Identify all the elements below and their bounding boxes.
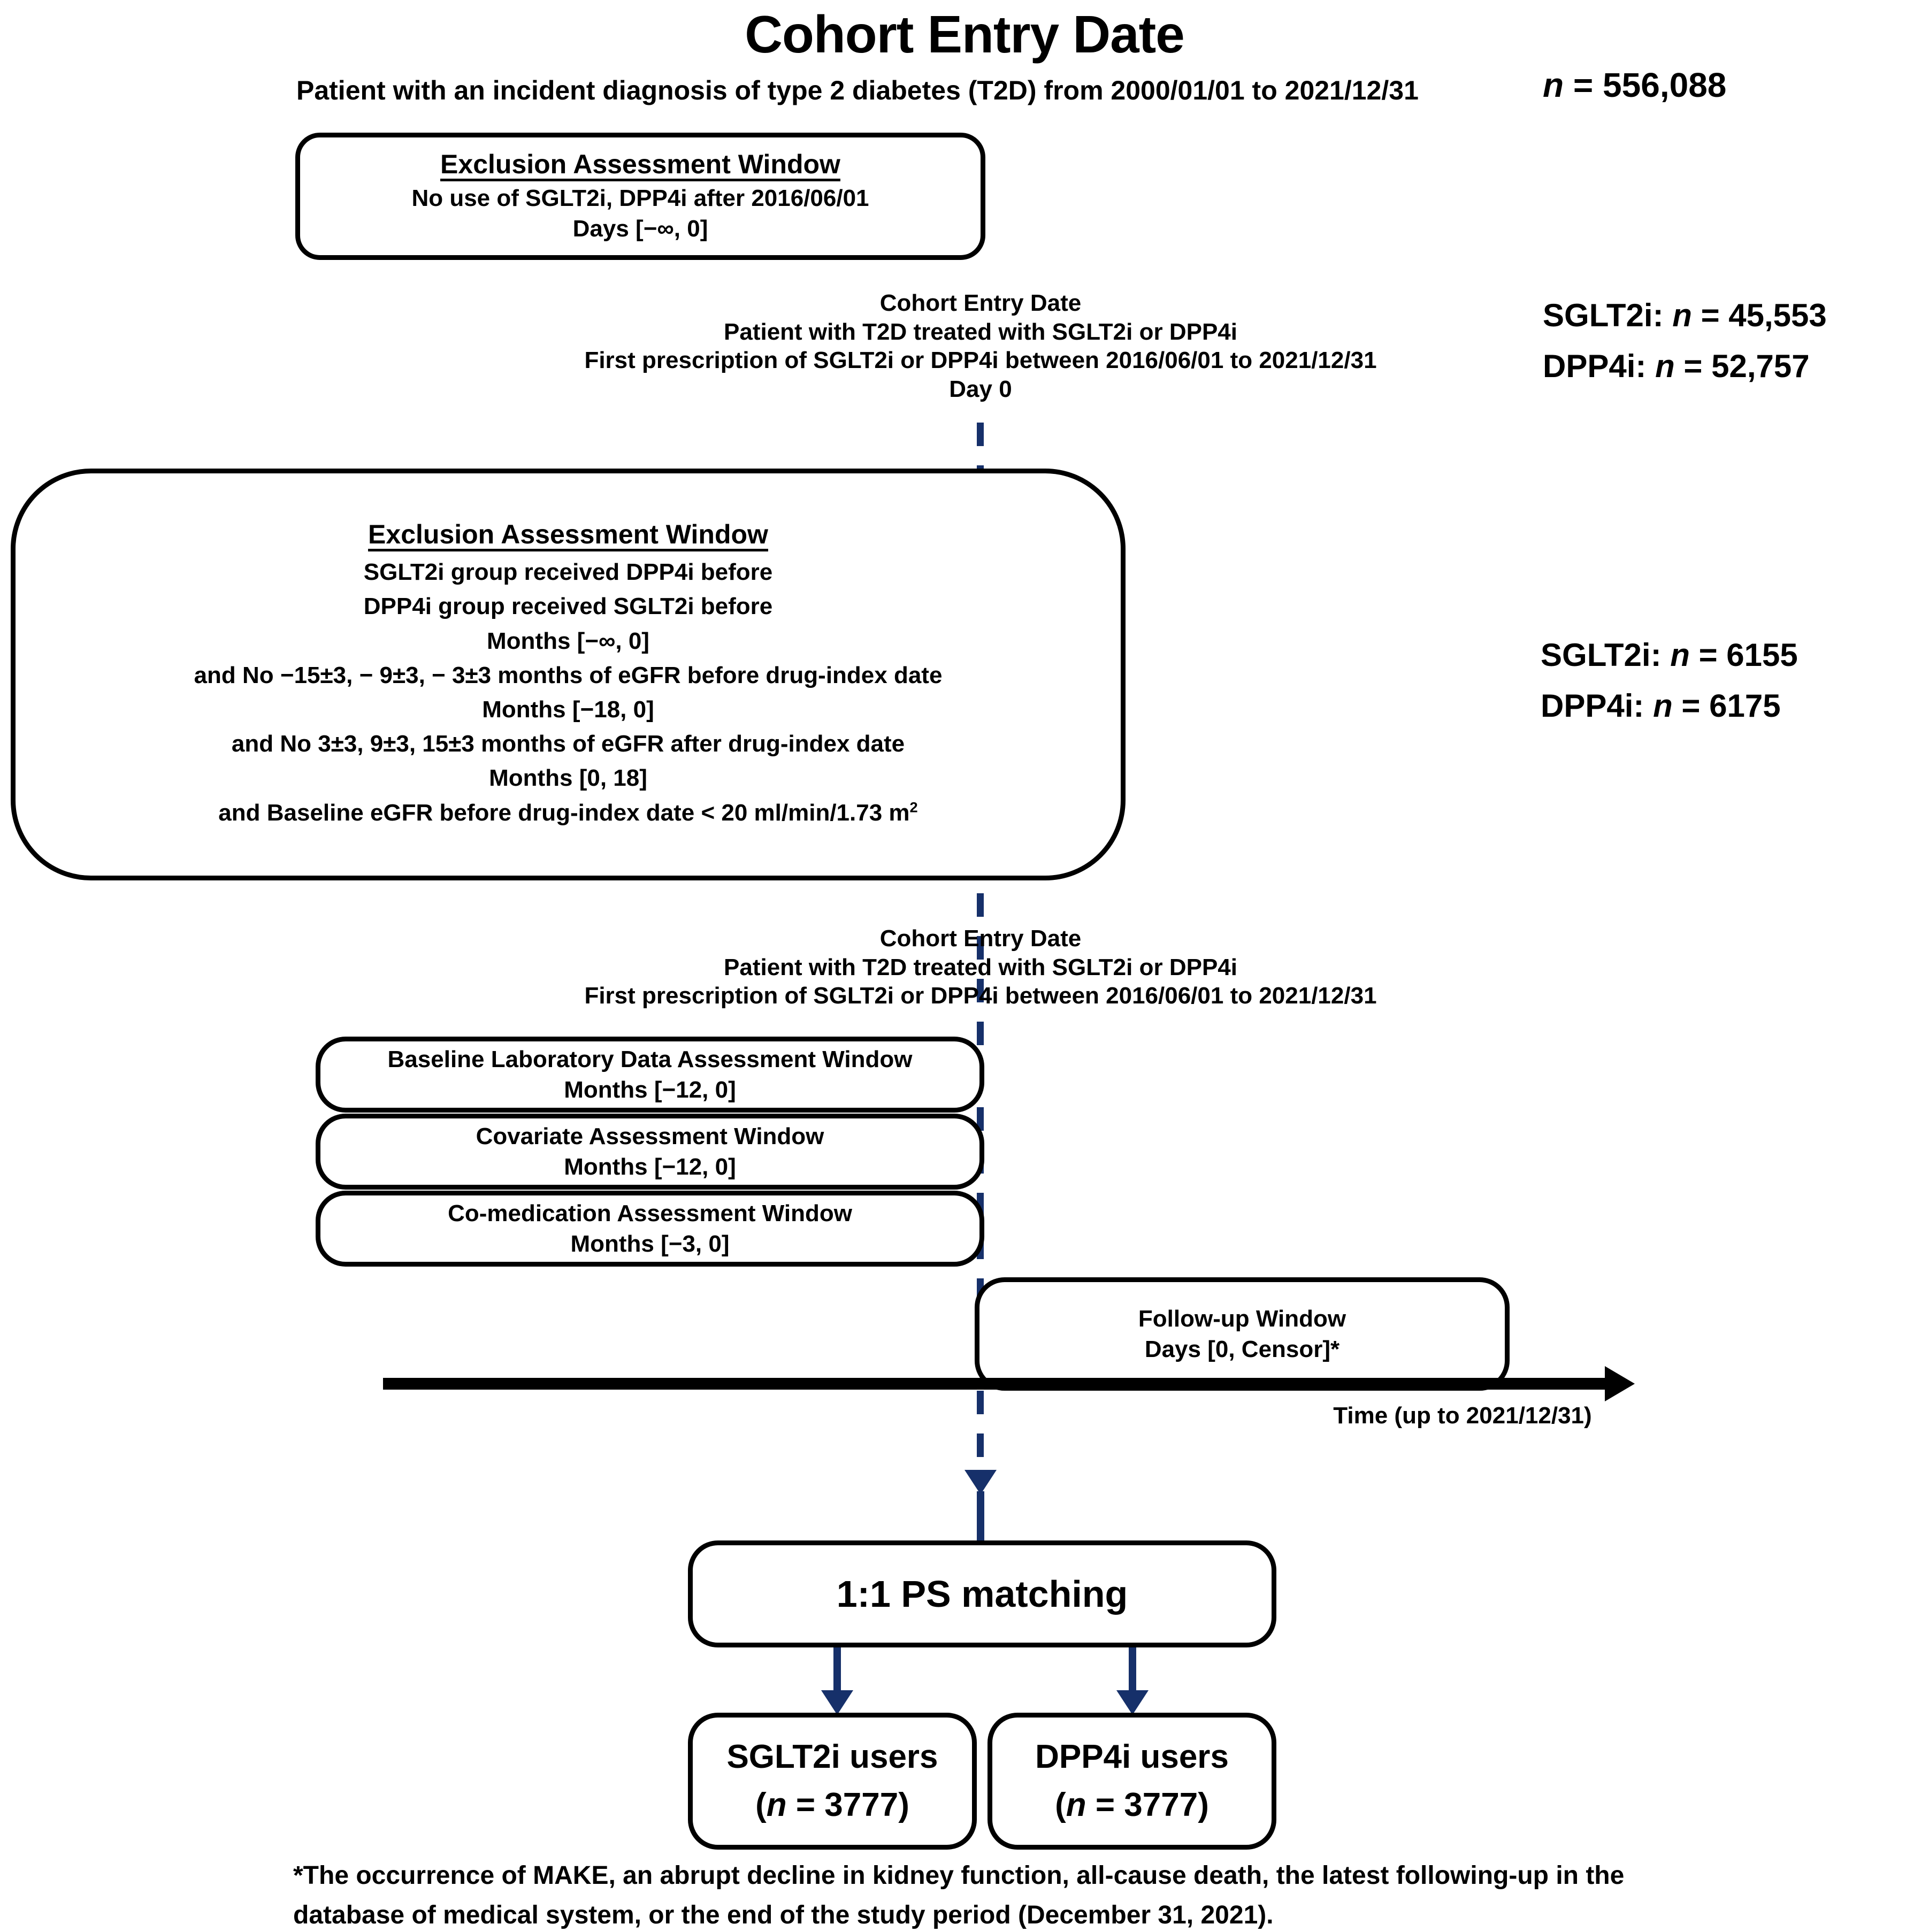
sglt2i-users-box: SGLT2i users (n = 3777) <box>688 1713 977 1850</box>
dashed-line-arrowhead <box>964 1470 997 1494</box>
day-zero-dashed-line-lower <box>977 1391 984 1474</box>
cohort-entry-1-day0: Day 0 <box>949 376 1012 403</box>
comedication-window-range: Months [−3, 0] <box>570 1231 730 1257</box>
cohort-entry-1-line-1: Cohort Entry Date <box>879 290 1082 316</box>
stage1-sglt2i-count: SGLT2i: n = 45,553 <box>1543 297 1827 334</box>
exclusion-box-2-egfr-sup: 2 <box>909 799 918 816</box>
follow-up-window-range: Days [0, Censor]* <box>1144 1336 1340 1362</box>
sglt2i-count-value: = 3777) <box>786 1787 909 1823</box>
exclusion-box-1-line-1: No use of SGLT2i, DPP4i after 2016/06/01 <box>411 185 869 211</box>
comedication-window-title: Co-medication Assessment Window <box>448 1200 852 1226</box>
exclusion-box-2-line-3: Months [−∞, 0] <box>487 627 649 654</box>
covariate-assessment-window-box: Covariate Assessment Window Months [−12,… <box>316 1114 984 1190</box>
stage2-sglt2i-label: SGLT2i: <box>1541 637 1662 673</box>
exclusion-box-2-line-4: and No −15±3, − 9±3, − 3±3 months of eGF… <box>194 662 943 688</box>
footnote: *The occurrence of MAKE, an abrupt decli… <box>293 1856 1737 1932</box>
stage2-sglt2i-count: SGLT2i: n = 6155 <box>1541 637 1798 673</box>
dpp4i-users-title: DPP4i users <box>1035 1738 1229 1776</box>
figure-title: Cohort Entry Date <box>745 5 1185 64</box>
stage2-sglt2i-n: n <box>1670 637 1690 673</box>
baseline-lab-window-title: Baseline Laboratory Data Assessment Wind… <box>387 1046 913 1072</box>
stage1-dpp4i-count: DPP4i: n = 52,757 <box>1543 348 1810 385</box>
follow-up-window-title: Follow-up Window <box>1138 1305 1346 1332</box>
covariate-window-range: Months [−12, 0] <box>564 1154 736 1180</box>
cohort-entry-label-2: Cohort Entry Date Patient with T2D treat… <box>446 924 1515 1010</box>
sglt2i-branch-arrowhead <box>821 1690 853 1715</box>
sglt2i-count-open: ( <box>755 1787 767 1823</box>
baseline-lab-window-range: Months [−12, 0] <box>564 1077 736 1103</box>
footnote-line-1: *The occurrence of MAKE, an abrupt decli… <box>293 1861 1625 1890</box>
total-n-value: = 556,088 <box>1573 66 1727 104</box>
exclusion-assessment-window-box-1: Exclusion Assessment Window No use of SG… <box>295 133 985 260</box>
cohort-entry-2-line-3: First prescription of SGLT2i or DPP4i be… <box>584 983 1377 1009</box>
sglt2i-users-count: (n = 3777) <box>755 1781 909 1829</box>
exclusion-box-1-line-2: Days [−∞, 0] <box>572 216 708 242</box>
stage2-dpp4i-count: DPP4i: n = 6175 <box>1541 687 1781 724</box>
dpp4i-branch-line <box>1129 1647 1136 1700</box>
stage1-dpp4i-value: = 52,757 <box>1683 348 1810 384</box>
dpp4i-branch-arrowhead <box>1116 1690 1149 1715</box>
stage1-dpp4i-n: n <box>1655 348 1675 384</box>
time-axis-line <box>383 1378 1608 1390</box>
cohort-entry-2-line-2: Patient with T2D treated with SGLT2i or … <box>724 954 1237 980</box>
exclusion-box-2-line-6: and No 3±3, 9±3, 15±3 months of eGFR aft… <box>231 731 905 757</box>
exclusion-box-2-line-1: SGLT2i group received DPP4i before <box>363 559 773 586</box>
ps-matching-label: 1:1 PS matching <box>836 1573 1128 1615</box>
stage1-sglt2i-label: SGLT2i: <box>1543 297 1664 333</box>
comedication-assessment-window-box: Co-medication Assessment Window Months [… <box>316 1191 984 1267</box>
dpp4i-count-value: = 3777) <box>1086 1787 1209 1823</box>
dpp4i-users-count: (n = 3777) <box>1055 1781 1209 1829</box>
exclusion-box-2-line-8: and Baseline eGFR before drug-index date… <box>218 796 917 830</box>
cohort-entry-1-line-3: First prescription of SGLT2i or DPP4i be… <box>584 347 1377 374</box>
stage1-sglt2i-value: = 45,553 <box>1701 297 1827 333</box>
figure-subtitle: Patient with an incident diagnosis of ty… <box>296 75 1419 105</box>
total-n: n = 556,088 <box>1543 65 1726 105</box>
time-axis-label: Time (up to 2021/12/31) <box>1333 1402 1592 1429</box>
cohort-entry-1-line-2: Patient with T2D treated with SGLT2i or … <box>724 318 1237 345</box>
stage1-sglt2i-n: n <box>1672 297 1692 333</box>
total-n-symbol: n <box>1543 66 1564 104</box>
sglt2i-count-n: n <box>766 1787 787 1823</box>
exclusion-box-2-egfr-text: and Baseline eGFR before drug-index date… <box>218 799 910 826</box>
exclusion-box-1-title: Exclusion Assessment Window <box>440 149 840 179</box>
baseline-lab-assessment-window-box: Baseline Laboratory Data Assessment Wind… <box>316 1037 984 1113</box>
time-axis-arrowhead <box>1605 1366 1635 1401</box>
exclusion-box-2-line-2: DPP4i group received SGLT2i before <box>363 593 773 620</box>
follow-up-window-box: Follow-up Window Days [0, Censor]* <box>975 1277 1510 1391</box>
dpp4i-count-open: ( <box>1055 1787 1066 1823</box>
footnote-line-2: database of medical system, or the end o… <box>293 1901 1274 1930</box>
cohort-entry-label-1: Cohort Entry Date Patient with T2D treat… <box>446 289 1515 404</box>
covariate-window-title: Covariate Assessment Window <box>476 1123 824 1149</box>
dpp4i-users-box: DPP4i users (n = 3777) <box>988 1713 1276 1850</box>
sglt2i-users-title: SGLT2i users <box>726 1738 938 1776</box>
stage1-dpp4i-label: DPP4i: <box>1543 348 1647 384</box>
ps-matching-box: 1:1 PS matching <box>688 1540 1276 1647</box>
sglt2i-branch-line <box>833 1647 841 1700</box>
cohort-entry-2-line-1: Cohort Entry Date <box>879 925 1082 952</box>
stage2-dpp4i-label: DPP4i: <box>1541 688 1644 724</box>
exclusion-box-2-line-7: Months [0, 18] <box>489 765 647 792</box>
dpp4i-count-n: n <box>1066 1787 1086 1823</box>
stage2-sglt2i-value: = 6155 <box>1698 637 1798 673</box>
stage2-dpp4i-n: n <box>1653 688 1673 724</box>
exclusion-box-2-line-5: Months [−18, 0] <box>482 696 654 723</box>
ps-matching-connector-line <box>977 1491 984 1550</box>
stage2-dpp4i-value: = 6175 <box>1681 688 1781 724</box>
exclusion-assessment-window-box-2: Exclusion Assessment Window SGLT2i group… <box>11 469 1126 880</box>
exclusion-box-2-title: Exclusion Assessment Window <box>368 519 768 550</box>
